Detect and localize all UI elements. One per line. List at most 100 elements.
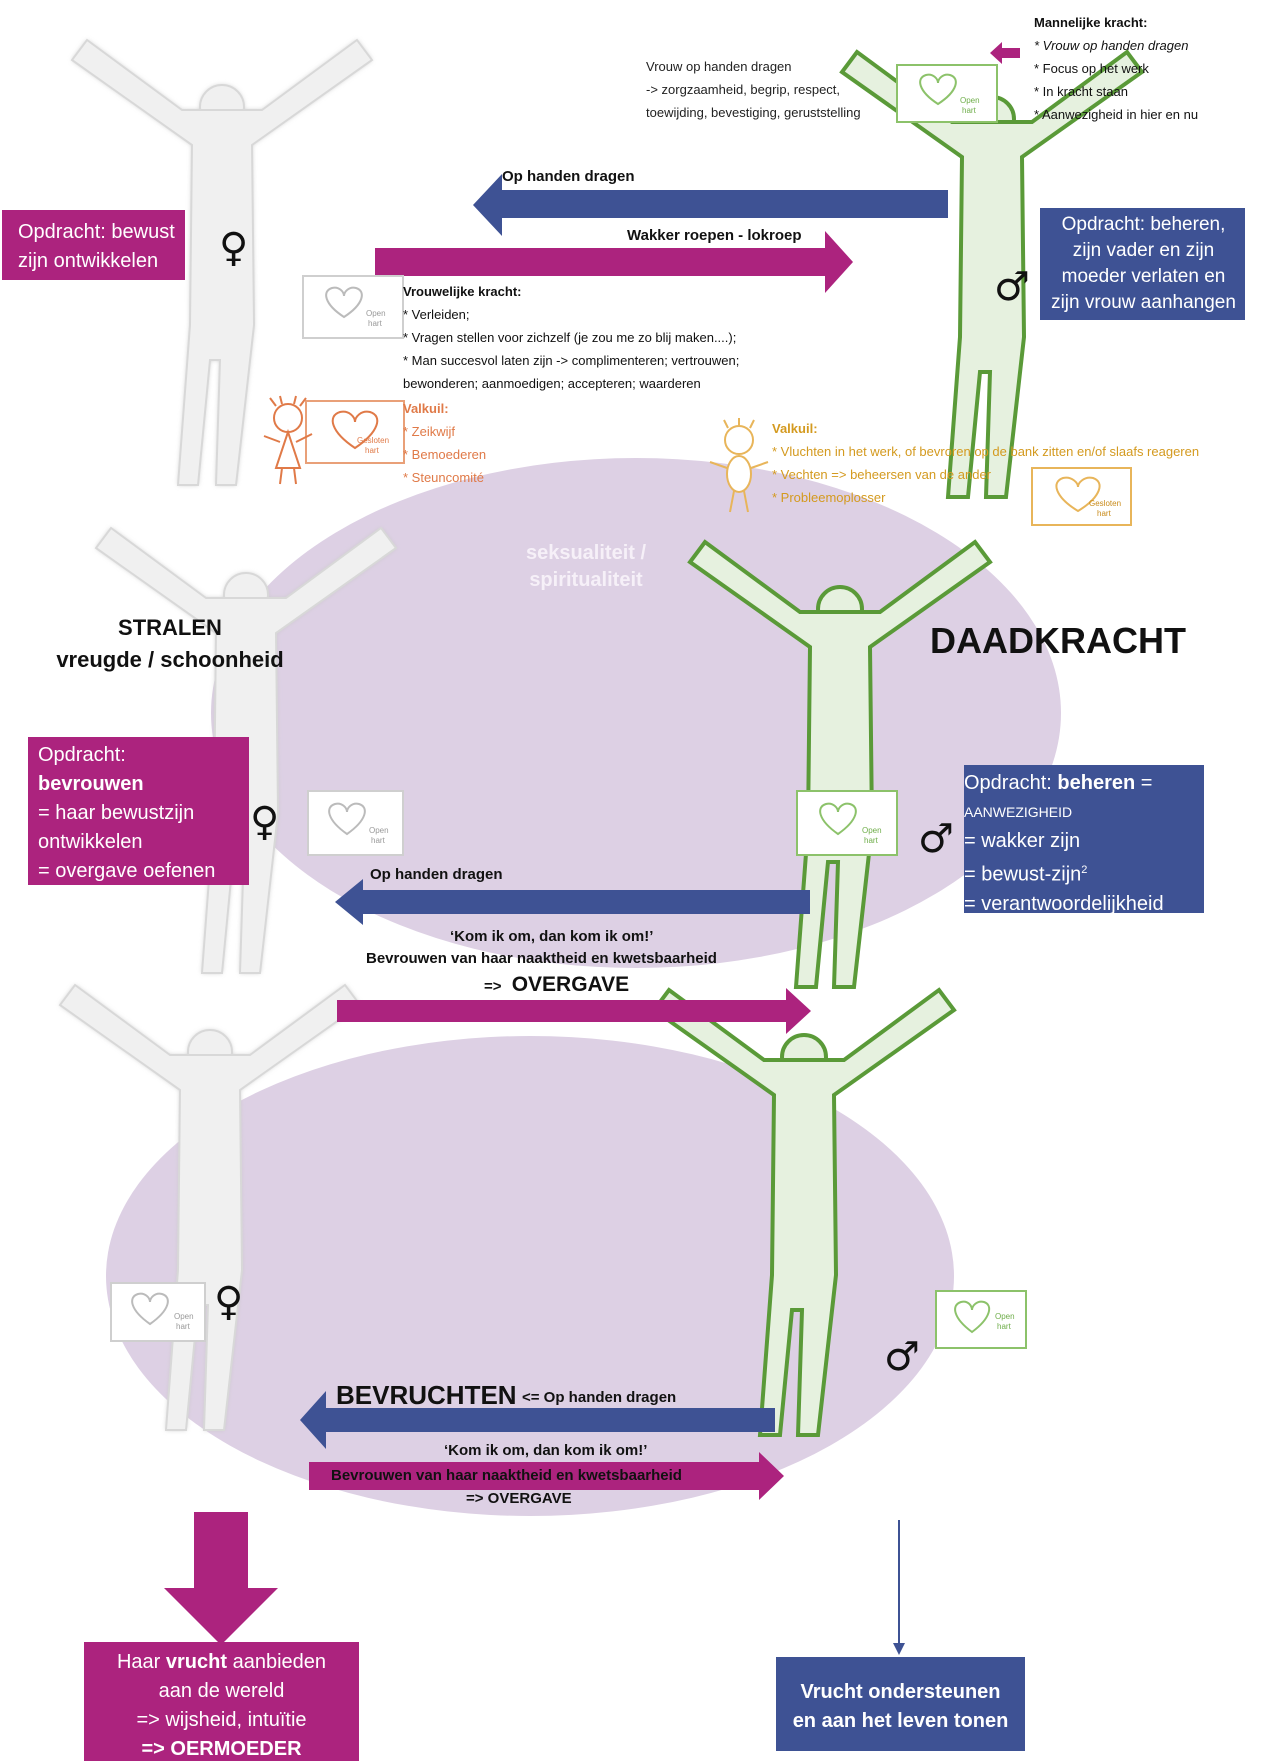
arrow-label-op-handen-1: Op handen dragen (502, 168, 635, 185)
task-line: zijn vrouw aanhangen (1051, 292, 1236, 313)
task-line: = bewust-zijn2 (964, 856, 1204, 890)
result-line: Vrucht ondersteunen (800, 1681, 1001, 1703)
care-line: Vrouw op handen dragen (646, 59, 792, 74)
ellipse-section3 (106, 1036, 954, 1516)
pitfall-title: Valkuil: (772, 421, 818, 436)
arrow-wakker-roepen (375, 231, 853, 293)
arrow-op-handen-3 (300, 1391, 775, 1449)
card-text: hart (368, 319, 382, 328)
task-line: AANWEZIGHEID (964, 804, 1073, 820)
heading-line: vreugde / schoonheid (56, 647, 284, 672)
sub-3: Bevrouwen van haar naaktheid en kwetsbaa… (331, 1467, 682, 1484)
task-line: moeder verlaten en (1061, 266, 1226, 287)
male-power-item: * Aanwezigheid in hier en nu (1034, 107, 1199, 122)
heart-icon (328, 802, 366, 836)
result-bold: vrucht (165, 1651, 228, 1673)
female-symbol-1: ♀ (219, 225, 249, 271)
task-bold: beheren (1057, 772, 1136, 794)
female-pitfall-list: Valkuil: * Zeikwijf * Bemoederen * Steun… (403, 397, 486, 489)
task-text: = bewust-zijn (964, 863, 1082, 886)
task-line: = overgave oefenen (38, 860, 216, 882)
pitfall-item: * Vechten => beheersen van de ander (772, 467, 992, 482)
cartoon-boy-icon (709, 418, 769, 513)
female-power-item: * Verleiden; (403, 307, 470, 322)
card-text: hart (1097, 509, 1111, 518)
arrow-down-woman (164, 1512, 278, 1645)
female-power-item: bewonderen; aanmoedigen; accepteren; waa… (403, 376, 701, 391)
male-power-item: * Vrouw op handen dragen (1034, 38, 1189, 53)
ellipse-label-line: spiritualiteit (529, 569, 643, 591)
card-text: Open (369, 826, 389, 835)
result-text: aanbieden (227, 1651, 326, 1673)
overgave-3: => OVERGAVE (466, 1490, 572, 1507)
heart-icon (819, 802, 857, 836)
male-power-item: * In kracht staan (1034, 84, 1128, 99)
arrow-label-op-handen-3: <= Op handen dragen (522, 1389, 677, 1406)
heart-icon (325, 286, 363, 319)
man-task-box-2: Opdracht: beheren = AANWEZIGHEID = wakke… (964, 765, 1204, 915)
male-symbol-3: ♂ (884, 1334, 920, 1380)
man-task-box-1: Opdracht: beheren, zijn vader en zijn mo… (1040, 208, 1245, 320)
pitfall-item: * Probleemoplosser (772, 490, 886, 505)
result-line: => OERMOEDER (141, 1738, 302, 1760)
card-text: hart (997, 1322, 1011, 1331)
male-pitfall-list: Valkuil: * Vluchten in het werk, of bevr… (772, 417, 1199, 509)
card-text: Open (862, 826, 882, 835)
task-line: Opdracht: beheren, (1061, 214, 1226, 235)
task-line: bevrouwen (38, 773, 144, 795)
card-text: Gesloten (1089, 499, 1122, 508)
card-text: Open (366, 309, 386, 318)
open-heart-card-5: Open hart (935, 1290, 1027, 1349)
ellipse-label: seksualiteit / spiritualiteit (496, 540, 676, 594)
overgave-word: OVERGAVE (511, 973, 630, 996)
female-power-item: * Man succesvol laten zijn -> compliment… (403, 353, 740, 368)
arrow-overgave-2 (337, 988, 811, 1034)
heart-icon (919, 73, 957, 106)
result-text: Haar (116, 1651, 166, 1673)
card-text: Open (960, 96, 980, 105)
male-power-item: * Focus op het werk (1034, 61, 1149, 76)
heart-icon (131, 1292, 169, 1326)
male-symbol-2: ♂ (918, 816, 954, 862)
card-text: Gesloten (357, 436, 390, 445)
heart-icon (1055, 476, 1101, 513)
superscript: 2 (1081, 864, 1088, 876)
arrow-op-handen-2 (335, 879, 810, 925)
ellipse-label-line: seksualiteit / (525, 542, 647, 564)
task-suffix: = (1135, 772, 1153, 794)
closed-heart-card-2: Gesloten hart (1031, 467, 1132, 526)
care-line: toewijding, bevestiging, geruststelling (646, 105, 861, 120)
open-heart-card-4: Open hart (110, 1282, 206, 1342)
open-heart-card-3: Open hart (796, 790, 898, 856)
care-line: -> zorgzaamheid, begrip, respect, (646, 82, 841, 97)
male-care-text: Vrouw op handen dragen -> zorgzaamheid, … (646, 55, 861, 124)
task-line: ontwikkelen (38, 831, 143, 853)
pitfall-item: * Zeikwijf (403, 424, 456, 439)
cartoon-girl-icon (263, 395, 313, 485)
woman-task-box-1: Opdracht: bewust zijn ontwikkelen (2, 210, 185, 280)
task-line: = verantwoordelijkheid (964, 892, 1164, 915)
heading-line: STRALEN (118, 615, 222, 640)
card-text: hart (962, 106, 976, 115)
bevruchten-label: BEVRUCHTEN (336, 1380, 517, 1410)
open-heart-card-top: Open hart (896, 64, 998, 123)
task-line: = wakker zijn (964, 830, 1081, 852)
task-line: Opdracht: (38, 744, 126, 766)
result-line: Haar vrucht aanbieden (84, 1648, 359, 1677)
sub-2: Bevrouwen van haar naaktheid en kwetsbaa… (366, 950, 717, 967)
result-line: => wijsheid, intuïtie (136, 1709, 307, 1731)
arrow-down-man-head (893, 1643, 905, 1655)
arrow-op-handen-1 (473, 174, 948, 236)
arrow-label-op-handen-2: Op handen dragen (370, 866, 503, 883)
female-symbol-3: ♀ (214, 1279, 244, 1325)
task-line: zijn vader en zijn (1072, 240, 1215, 261)
heart-icon (331, 410, 379, 450)
pitfall-item: * Steuncomité (403, 470, 484, 485)
quote-2: ‘Kom ik om, dan kom ik om!’ (450, 928, 654, 945)
result-line: aan de wereld (158, 1680, 285, 1702)
man-result-box: Vrucht ondersteunen en aan het leven ton… (776, 1657, 1025, 1751)
open-heart-card-1: Open hart (302, 275, 404, 339)
task-line: zijn ontwikkelen (18, 250, 159, 272)
arrow-label-wakker-roepen: Wakker roepen - lokroep (627, 227, 802, 244)
